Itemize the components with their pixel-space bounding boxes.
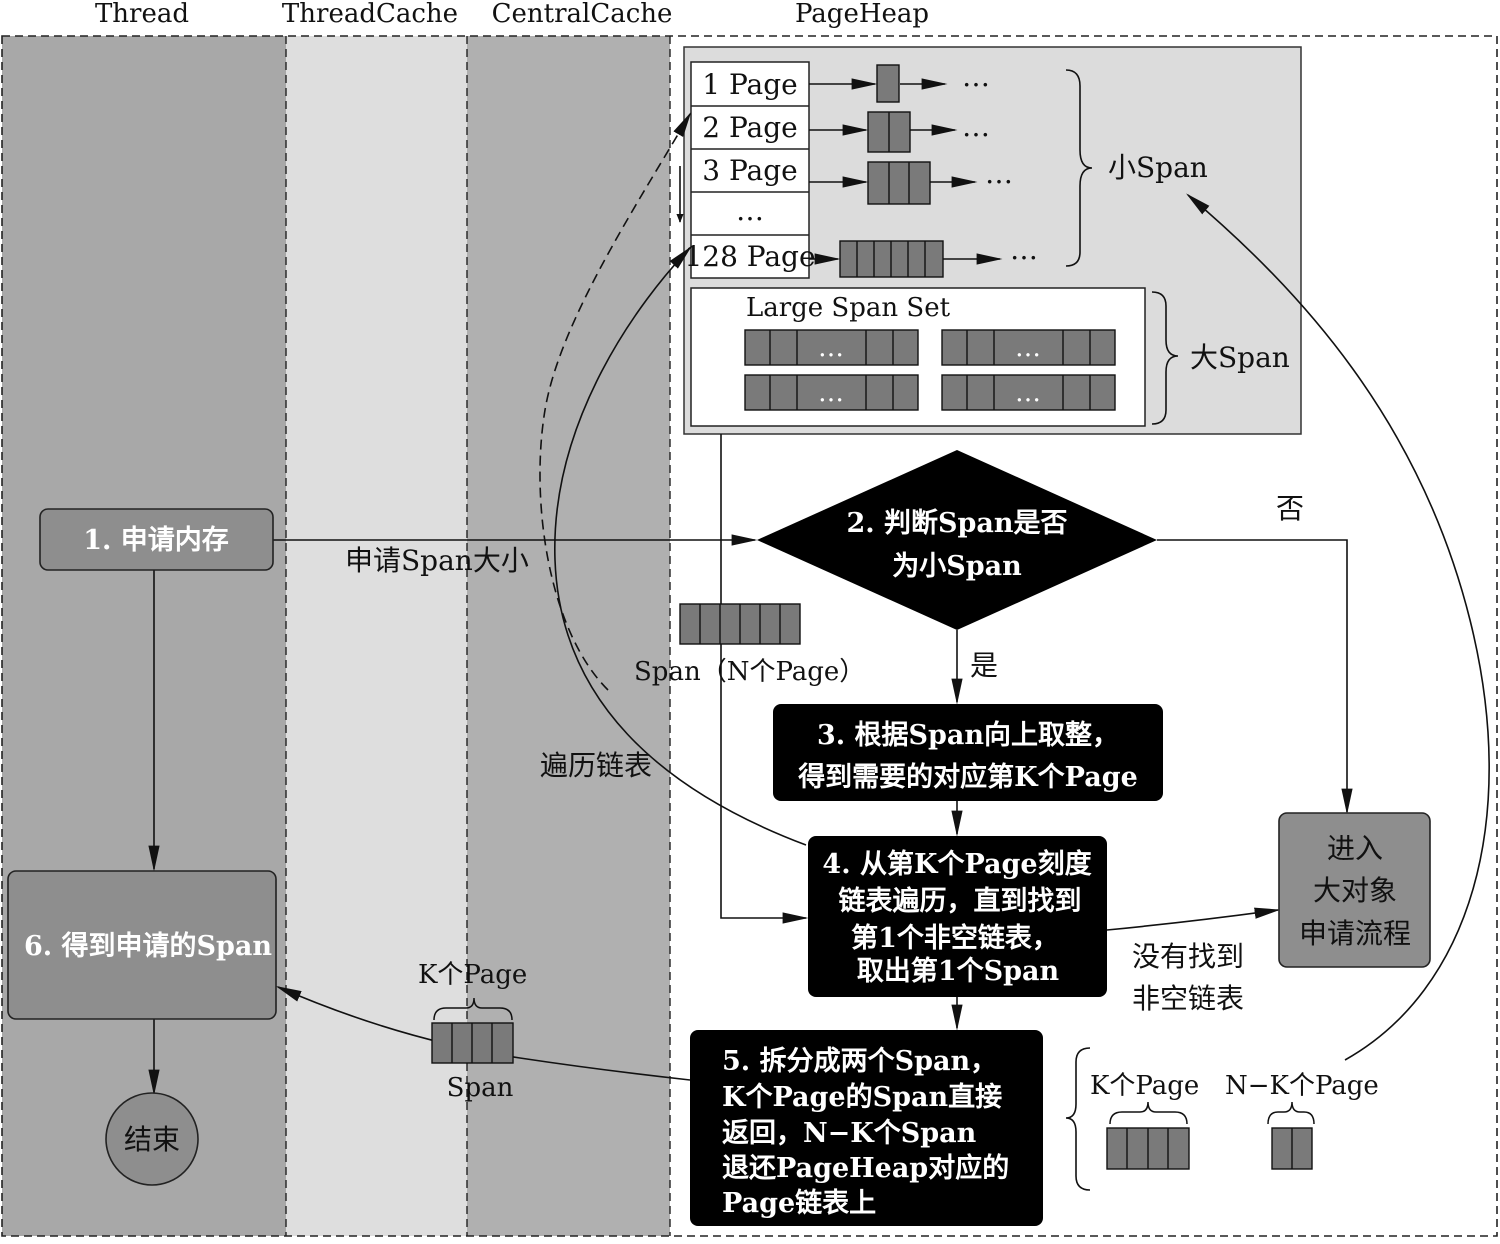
page-row-3: 3 Page [702,154,797,187]
node-get-span: 6. 得到申请的Span [7,870,277,1020]
page-row-ellipsis: … [736,194,764,227]
node-traverse-line2: 链表遍历，直到找到 [839,885,1082,917]
edge-traverse-list [554,246,807,846]
node-large-flow-line3: 申请流程 [1299,917,1411,950]
node-split-line1: 5. 拆分成两个Span， [722,1046,997,1077]
node-round-up: 3. 根据Span向上取整， 得到需要的对应第K个Page [773,704,1163,801]
node-traverse-line1: 4. 从第K个Page刻度 [822,848,1091,880]
large-span-block [941,374,1116,411]
node-split-span: 5. 拆分成两个Span， K个Page的Span直接 返回，N−K个Span … [690,1030,1043,1226]
node-round-up-line1: 3. 根据Span向上取整， [817,719,1119,751]
span-block-2-page [867,111,911,153]
split-nk-brace [1267,1101,1315,1125]
split-result-brace [1065,1047,1091,1191]
node-large-flow-line1: 进入 [1327,832,1383,865]
lane-title-centralcache: CentralCache [492,0,673,29]
lane-title-pageheap: PageHeap [795,0,929,29]
label-split-nk-pages: N−K个Page [1225,1071,1379,1101]
label-not-found-line1: 没有找到 [1132,940,1244,973]
large-span-ellipsis: … [1015,333,1041,363]
span-n-pages-block [679,603,801,645]
split-k-brace [1109,1101,1188,1125]
small-span-label: 小Span [1108,151,1208,184]
split-nk-block [1271,1127,1313,1170]
edge-no-to-large-flow [1157,539,1353,815]
large-span-block [744,329,919,366]
node-decision-small-span: 2. 判断Span是否 为小Span [757,450,1157,630]
large-span-ellipsis: … [1015,378,1041,408]
page-list-frame [690,61,810,279]
label-yes: 是 [970,649,998,682]
node-end: 结束 [105,1092,199,1186]
node-split-line4: 退还PageHeap对应的 [722,1152,1009,1184]
label-span: Span [447,1073,514,1103]
large-span-block [744,374,919,411]
node-decision-line1: 2. 判断Span是否 [846,508,1067,539]
page-row-1: 1 Page [702,68,797,101]
span-block-3-page [867,161,931,205]
label-span-n-pages: Span（N个Page） [634,657,865,687]
node-traverse-line4: 取出第1个Span [857,955,1060,987]
edge-heap-to-step4 [720,434,809,924]
page-list-table: 1 Page 2 Page 3 Page … 128 Page [684,61,816,279]
lane-title-threadcache: ThreadCache [282,0,458,29]
chain-ellipsis: … [962,110,990,143]
edge-return-to-small-span [1186,193,1490,1061]
node-split-line3: 返回，N−K个Span [722,1118,977,1149]
edge-not-found-to-large-flow [1106,907,1281,931]
edge-traverse-dashed [539,111,692,691]
lane-title-thread: Thread [95,0,189,29]
page-row-128: 128 Page [684,240,815,273]
large-span-label: 大Span [1190,341,1290,374]
label-no: 否 [1276,492,1304,525]
node-large-object-flow: 进入 大对象 申请流程 [1278,812,1431,968]
lanes-outline [1,35,1498,1237]
label-split-k-pages: K个Page [1090,1071,1199,1101]
node-traverse-list: 4. 从第K个Page刻度 链表遍历，直到找到 第1个非空链表， 取出第1个Sp… [808,836,1107,997]
page-row-2: 2 Page [702,111,797,144]
large-span-set-title: Large Span Set [746,293,951,323]
node-round-up-line2: 得到需要的对应第K个Page [797,761,1138,793]
node-split-line2: K个Page的Span直接 [722,1081,1002,1113]
node-decision-line2: 为小Span [892,551,1022,582]
node-large-flow-line2: 大对象 [1313,874,1397,907]
chain-ellipsis: … [962,60,990,93]
chain-ellipsis: … [985,157,1013,190]
span-block-1-page [876,64,900,103]
chain-ellipsis: … [1010,233,1038,266]
large-span-ellipsis: … [818,333,844,363]
small-span-brace [1065,69,1093,267]
large-span-block [941,329,1116,366]
label-k-pages: K个Page [418,960,527,990]
k-pages-brace [433,997,513,1021]
span-block-128-page [839,240,944,278]
label-not-found-line2: 非空链表 [1132,982,1244,1015]
large-span-brace [1151,291,1179,425]
node-request-memory-label: 1. 申请内存 [83,525,229,556]
node-traverse-line3: 第1个非空链表， [851,922,1059,954]
node-split-line5: Page链表上 [722,1187,876,1219]
split-k-block [1106,1127,1190,1170]
label-request-size: 申请Span大小 [345,544,529,577]
node-get-span-label: 6. 得到申请的Span [24,930,272,962]
large-span-ellipsis: … [818,378,844,408]
edge-step5-to-result [275,985,691,1081]
lane-thread [2,36,286,1236]
node-request-memory: 1. 申请内存 [39,508,274,571]
label-traverse: 遍历链表 [540,749,652,782]
span-k-pages-block [431,1022,514,1064]
node-end-label: 结束 [124,1123,180,1156]
small-span-chains [809,78,1003,265]
